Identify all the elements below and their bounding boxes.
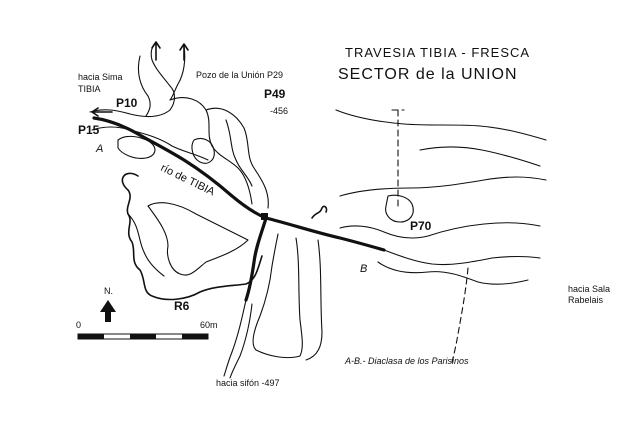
label-p49: P49 xyxy=(264,87,286,101)
passage-east-lower xyxy=(377,261,529,285)
passage-pozo xyxy=(169,97,253,205)
map-subtitle: SECTOR de la UNION xyxy=(338,66,518,83)
label-p15: P15 xyxy=(78,123,100,137)
passage-east-top-3 xyxy=(419,146,541,167)
label-depth-456: -456 xyxy=(270,106,288,116)
label-rio-tibia: río de TIBIA xyxy=(159,162,217,199)
passage-loop-a xyxy=(117,135,156,159)
chamber-south xyxy=(252,233,303,359)
label-point-a: A xyxy=(95,143,103,155)
label-rabelais: Rabelais xyxy=(568,295,604,305)
river-tibia xyxy=(92,116,386,252)
label-hacia-sifon: hacia sifón -497 xyxy=(216,378,280,388)
scale-bar: 0 60m xyxy=(76,320,218,340)
passage-p49-loop xyxy=(191,137,215,164)
label-hacia-sala: hacia Sala xyxy=(568,284,610,294)
shaft-p70 xyxy=(385,194,414,223)
scale-start-label: 0 xyxy=(76,320,81,330)
passage-east-upper xyxy=(339,222,541,239)
north-arrow-icon: N. xyxy=(100,286,116,322)
label-point-b: B xyxy=(360,263,367,275)
chamber-south-inner xyxy=(305,239,323,361)
label-tibia: TIBIA xyxy=(78,84,101,94)
passage-sifon xyxy=(223,299,247,377)
gallery-outline-west-inner2 xyxy=(127,213,165,277)
arrow-up-2-icon xyxy=(179,43,189,61)
label-p10: P10 xyxy=(116,96,138,110)
arrow-left-icon xyxy=(91,107,113,117)
passage-east-main xyxy=(383,249,541,266)
legend-diaclasa: A-B.- Diaclasa de los Parisinos xyxy=(344,356,469,366)
gallery-outline-west-inner xyxy=(147,202,249,276)
label-r6: R6 xyxy=(174,299,190,313)
gallery-outline-west xyxy=(121,172,263,301)
label-p70: P70 xyxy=(410,219,432,233)
passage-sifon-2 xyxy=(229,303,253,379)
passage-upper-left-3 xyxy=(137,55,151,117)
map-title: TRAVESIA TIBIA - FRESCA xyxy=(345,45,530,60)
passage-upper-left-2 xyxy=(91,126,209,161)
north-label: N. xyxy=(104,286,113,296)
label-pozo-union: Pozo de la Unión P29 xyxy=(196,70,283,80)
arrow-up-1-icon xyxy=(151,41,161,61)
label-hacia-sima: hacia Sima xyxy=(78,72,123,82)
passage-pozo-2 xyxy=(169,45,186,101)
passage-upper-left xyxy=(89,41,176,118)
squiggle-mark xyxy=(311,205,328,219)
passage-east-top xyxy=(335,109,547,141)
passage-east-top-2 xyxy=(339,176,547,197)
junction-node xyxy=(261,213,268,220)
passage-rabelais-dashed xyxy=(451,267,469,363)
passage-p49 xyxy=(205,107,269,209)
scale-end-label: 60m xyxy=(200,320,218,330)
river-tibia-south xyxy=(244,216,268,302)
passage-p49-2 xyxy=(225,119,253,187)
